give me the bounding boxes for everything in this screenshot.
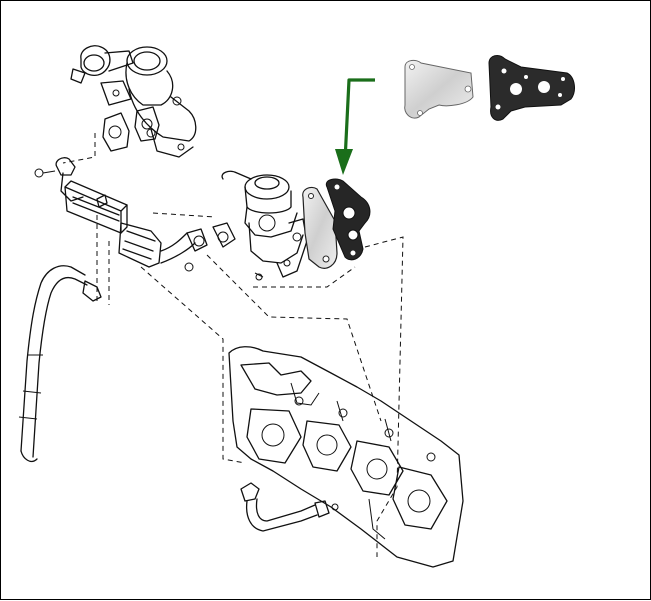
lower-coolant-hose: [240, 482, 339, 532]
egr-cooler: [34, 157, 162, 268]
highlight-arrow: [335, 78, 375, 175]
connecting-pipe: [160, 222, 236, 272]
inset-gasket: [488, 55, 575, 121]
leader-lines: [62, 133, 404, 557]
coolant-hose: [18, 265, 102, 463]
cylinder-head: [228, 346, 464, 568]
egr-gasket: [325, 178, 371, 261]
inset-blanking-plate: [404, 59, 474, 119]
egr-valve: [221, 170, 308, 281]
turbocharger: [70, 45, 197, 158]
turbo-gasket: [102, 106, 160, 152]
egr-blanking-plate: [302, 186, 338, 269]
